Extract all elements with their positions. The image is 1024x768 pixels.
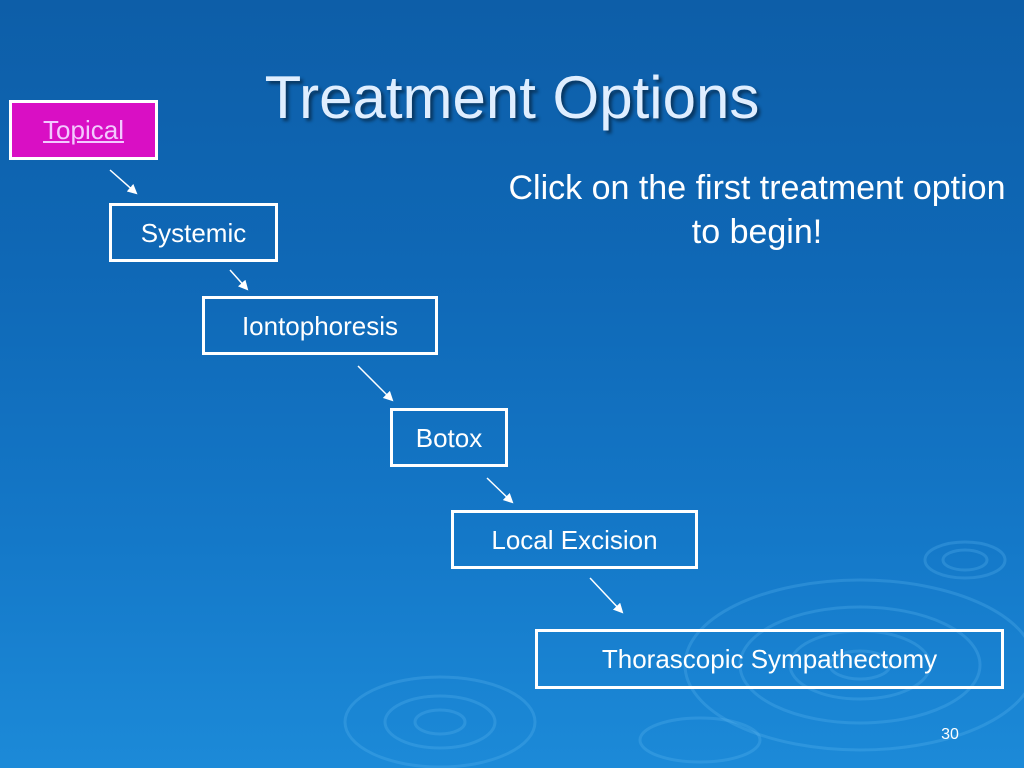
- step-thorascopic-sympathectomy: Thorascopic Sympathectomy: [535, 629, 1004, 689]
- step-iontophoresis-label: Iontophoresis: [241, 310, 399, 341]
- slide-number: 30: [941, 726, 959, 743]
- step-topical[interactable]: Topical: [9, 100, 158, 160]
- step-iontophoresis: Iontophoresis: [202, 296, 438, 355]
- step-systemic-label: Systemic: [140, 217, 247, 248]
- step-systemic: Systemic: [109, 203, 278, 262]
- instruction-text: Click on the first treatment option to b…: [508, 169, 1006, 251]
- slide-title: Treatment Options: [264, 64, 760, 131]
- arrow-down-right-icon: [109, 169, 138, 195]
- arrow-down-right-icon: [357, 365, 394, 402]
- step-thorascopic-sympathectomy-label: Thorascopic Sympathectomy: [601, 644, 938, 674]
- step-botox: Botox: [390, 408, 508, 467]
- arrow-down-right-icon: [229, 269, 249, 291]
- arrow-down-right-icon: [486, 477, 514, 504]
- topical-link[interactable]: Topical: [43, 115, 124, 145]
- step-local-excision-label: Local Excision: [491, 524, 658, 555]
- arrow-down-right-icon: [589, 577, 624, 614]
- step-botox-label: Botox: [415, 422, 483, 453]
- step-local-excision: Local Excision: [451, 510, 698, 569]
